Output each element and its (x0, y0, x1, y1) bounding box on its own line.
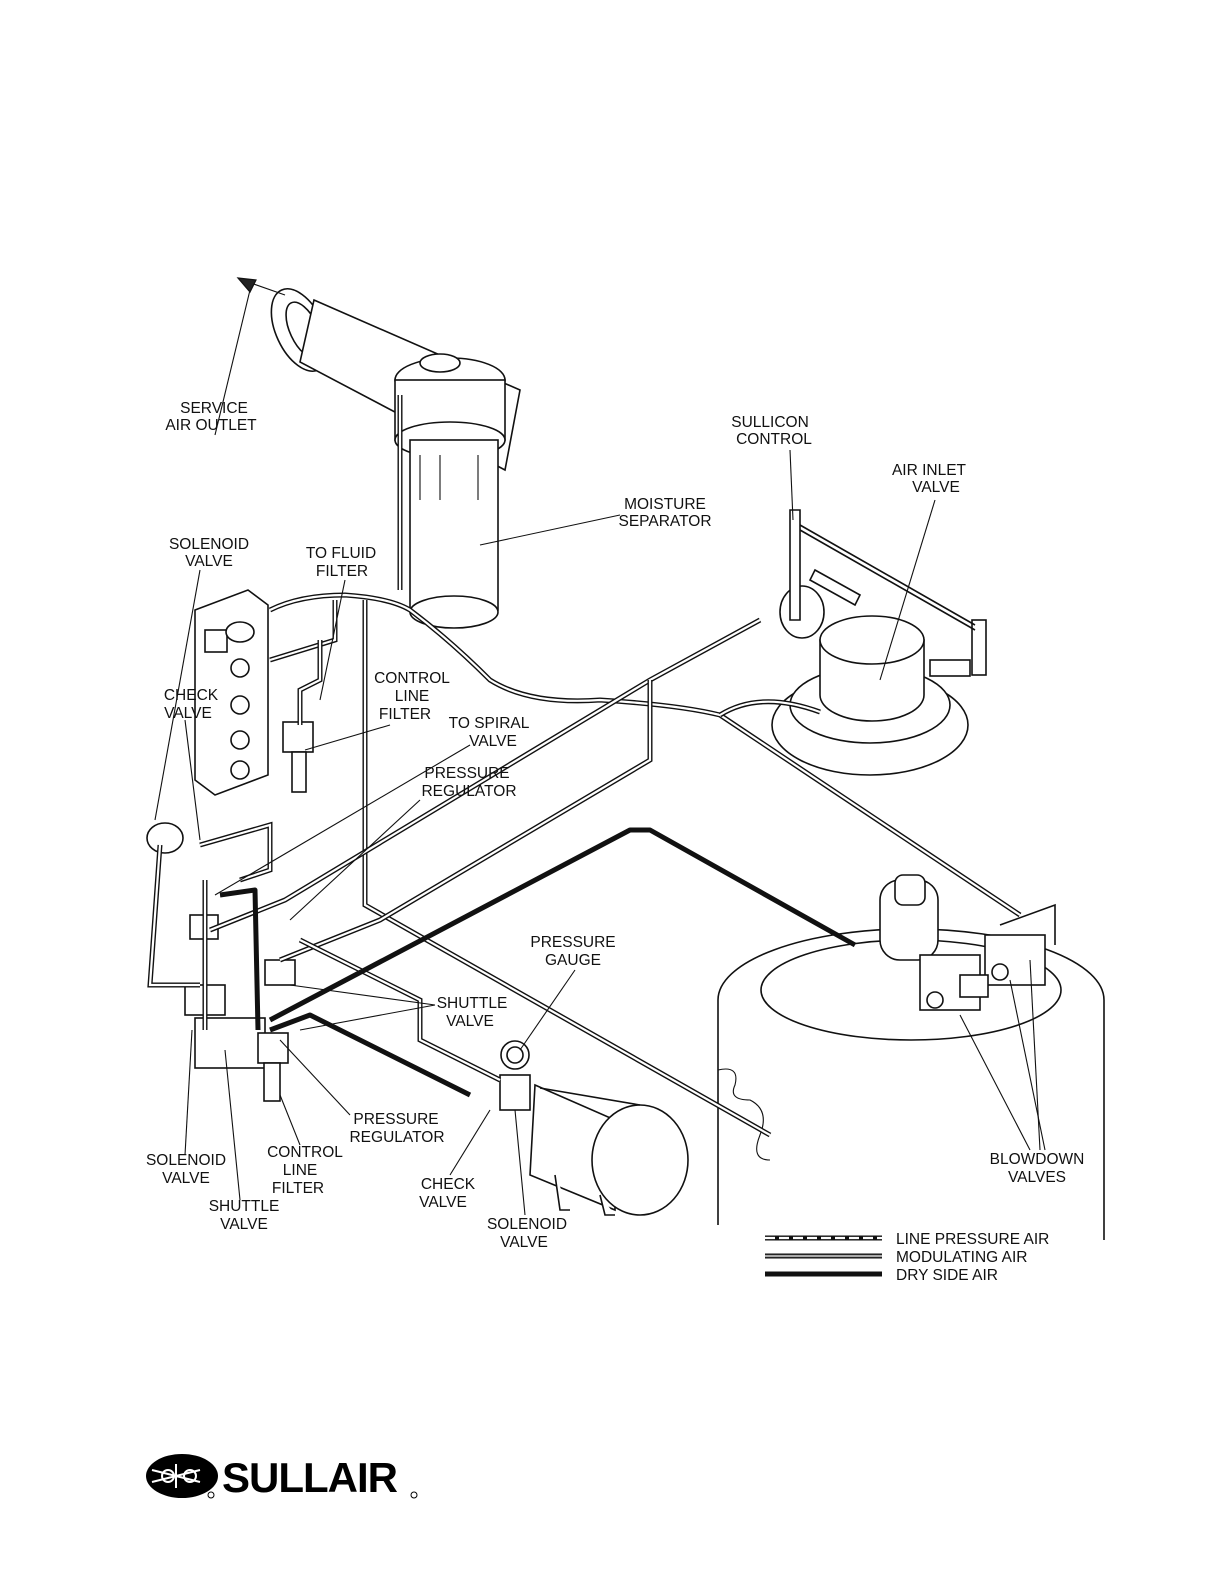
legend: LINE PRESSURE AIR MODULATING AIR DRY SID… (765, 1231, 1049, 1284)
blowdown-valves (919, 903, 1056, 1011)
sullair-logo: SULLAIR (146, 1454, 418, 1501)
air-inlet-valve-assembly (771, 509, 987, 776)
moisture-separator (394, 353, 506, 629)
legend-line-pressure-air: LINE PRESSURE AIR (896, 1231, 1049, 1248)
legend-modulating-air: MODULATING AIR (896, 1249, 1027, 1266)
left-component-stack (146, 822, 296, 1102)
air-lines (147, 395, 1022, 1138)
control-line-filter-top (282, 721, 314, 793)
leader-lines (154, 289, 1046, 1216)
solenoid-valve-bank (194, 589, 269, 796)
legend-dry-side-air: DRY SIDE AIR (896, 1267, 998, 1284)
dry-side-air-lines (219, 827, 857, 1098)
receiver-tank (499, 1040, 689, 1216)
sullair-wordmark: SULLAIR (222, 1454, 398, 1501)
sullair-emblem-icon (146, 1454, 218, 1498)
